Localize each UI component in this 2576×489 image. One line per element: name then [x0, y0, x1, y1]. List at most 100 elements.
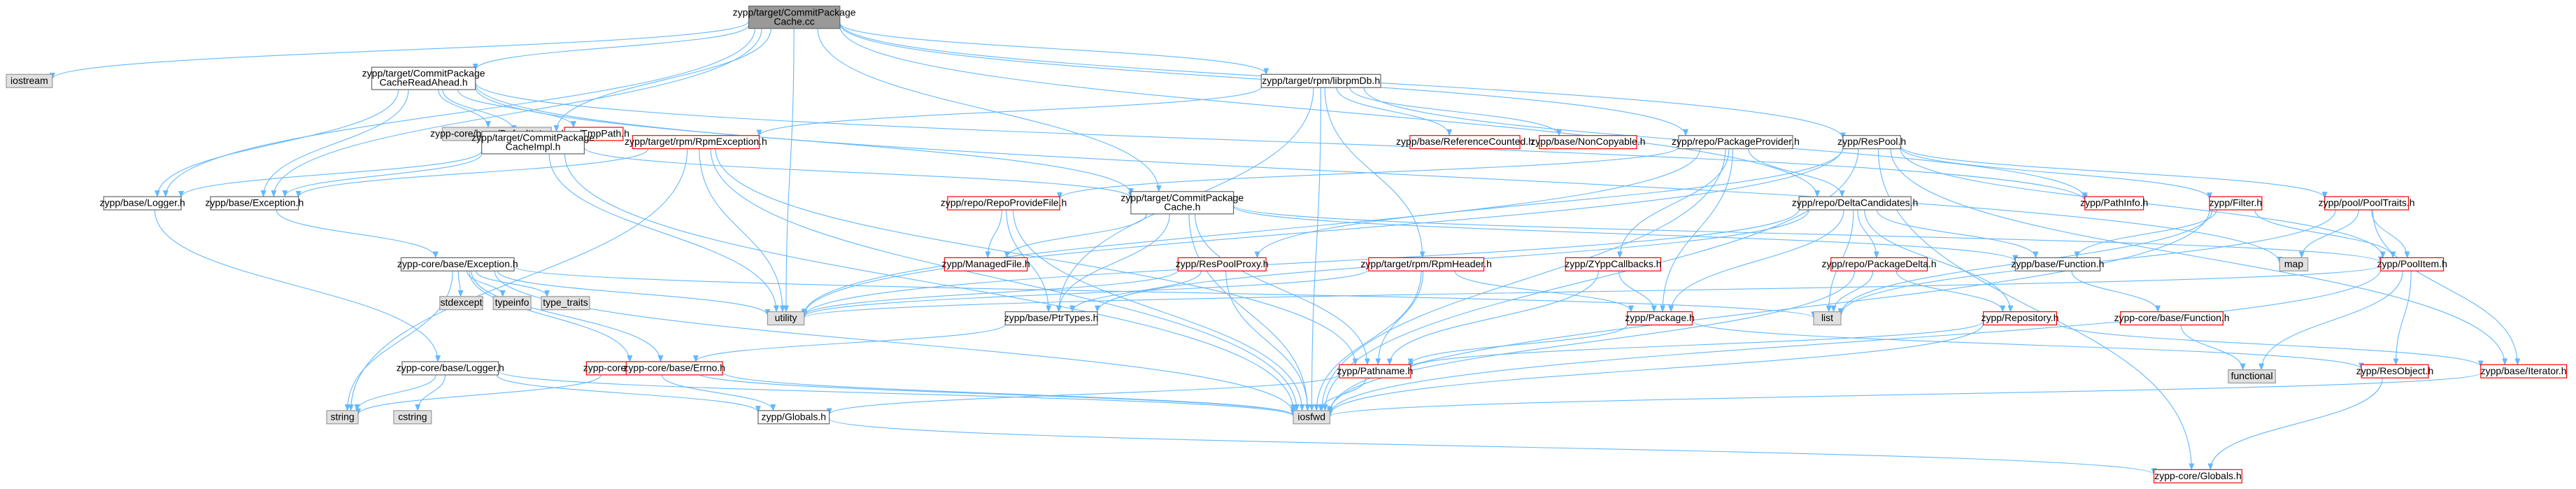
node-label: list — [1821, 312, 1833, 323]
node-box — [103, 196, 182, 211]
node-repo-provide-file[interactable]: zypp/repo/RepoProvideFile.h — [941, 196, 1067, 211]
edge-cpc_readahead-to-default_integral — [438, 90, 491, 128]
edge-cpc_readahead-to-tmppath — [457, 90, 576, 128]
edge-resfilter_pool-to-respool_proxy — [1254, 147, 1844, 259]
node-label: utility — [775, 312, 797, 323]
node-cstring: cstring — [393, 410, 432, 425]
edge-rpm_exception-to-utility — [699, 148, 785, 313]
node-cpc-readahead[interactable]: zypp/target/CommitPackageCacheReadAhead.… — [362, 66, 485, 90]
node-resobject[interactable]: zypp/ResObject.h — [2356, 364, 2434, 378]
edge-repo_provide_file-to-iosfwd — [1013, 209, 1305, 411]
node-package-h[interactable]: zypp/Package.h — [1625, 311, 1695, 326]
edge-resfilter_pool-to-filter — [1900, 146, 2212, 200]
edge-pool_item-to-utility — [802, 264, 2382, 319]
edge-package_delta-to-list — [1830, 271, 1874, 313]
edge-cpc_readahead-to-cpc_impl — [442, 90, 517, 132]
node-box — [2014, 257, 2101, 271]
node-box — [2154, 469, 2243, 483]
node-label: zypp/ZYppCallbacks.h — [1565, 258, 1661, 269]
node-box — [2324, 196, 2410, 211]
node-box — [1177, 257, 1267, 271]
node-box — [767, 311, 805, 326]
edge-cpc_readahead-to-base_logger — [154, 90, 399, 198]
edge-librpmdb-to-iosfwd — [1309, 87, 1321, 411]
node-core-globals[interactable]: zypp-core/Globals.h — [2154, 469, 2243, 483]
node-noncopyable[interactable]: zypp/base/NonCopyable.h — [1530, 135, 1646, 150]
node-rpm-header[interactable]: zypp/target/rpm/RpmHeader.h — [1360, 257, 1492, 271]
edge-pool_traits-to-pool_item — [2371, 209, 2410, 259]
node-box — [210, 196, 299, 211]
node-pool-traits[interactable]: zypp/pool/PoolTraits.h — [2319, 196, 2415, 211]
node-rpm-exception[interactable]: zypp/target/rpm/RpmException.h — [625, 135, 767, 150]
node-box — [947, 196, 1060, 211]
edge-resfilter_pool-to-base_iterator — [1890, 148, 2508, 366]
edge-root-to-cpc_impl — [553, 28, 771, 132]
node-label: cstring — [398, 411, 427, 422]
edge-resobject-to-core_globals — [2207, 378, 2383, 471]
edge-core_exception-to-string — [344, 271, 453, 411]
node-pool-item[interactable]: zypp/PoolItem.h — [2377, 257, 2447, 271]
node-box — [625, 361, 723, 376]
node-zypp-callbacks[interactable]: zypp/ZYppCallbacks.h — [1565, 257, 1662, 271]
node-label: zypp/target/CommitPackage — [362, 68, 485, 79]
edge-cpc_h-to-pool_item — [1233, 205, 2384, 264]
node-core-function[interactable]: zypp-core/base/Function.h — [2114, 311, 2230, 326]
node-resfilter-pool[interactable]: zypp/ResPool.h — [1837, 135, 1906, 150]
node-librpmdb[interactable]: zypp/target/rpm/librpmDb.h — [1260, 73, 1381, 88]
node-filter[interactable]: zypp/Filter.h — [2209, 196, 2263, 211]
edge-package_provider-to-utility — [801, 148, 1701, 316]
node-repository[interactable]: zypp/Repository.h — [1981, 311, 2059, 326]
edge-package_provider-to-package_h — [1660, 148, 1734, 313]
node-box — [1130, 191, 1234, 215]
node-base-exception[interactable]: zypp/base/Exception.h — [205, 196, 304, 211]
edge-package_delta-to-iosfwd — [1327, 271, 1856, 413]
node-box — [1004, 311, 1098, 326]
edge-core_exception-to-stdexcept — [457, 271, 464, 297]
node-box — [6, 73, 53, 88]
edge-repository-to-iosfwd — [1327, 323, 1984, 416]
edge-base_iterator-to-iosfwd — [1327, 372, 2482, 418]
edge-pool_item-to-functional — [2258, 271, 2403, 371]
edge-filter-to-iosfwd — [1327, 209, 2210, 414]
node-label: CacheImpl.h — [506, 141, 561, 152]
node-box — [2120, 311, 2223, 326]
node-base-logger[interactable]: zypp/base/Logger.h — [99, 196, 185, 211]
node-label: CacheReadAhead.h — [380, 77, 468, 88]
node-ref-counted[interactable]: zypp/base/ReferenceCounted.h — [1396, 135, 1534, 150]
node-pathname[interactable]: zypp/Pathname.h — [1337, 364, 1413, 378]
edge-root-to-cpc_h — [817, 28, 1162, 192]
edge-core_exception-to-utility — [497, 271, 771, 316]
node-label: zypp/Repository.h — [1981, 312, 2058, 323]
node-core-logger[interactable]: zypp-core/base/Logger.h — [397, 361, 504, 376]
node-managed-file[interactable]: zypp/ManagedFile.h — [942, 257, 1030, 271]
node-box — [393, 410, 432, 425]
node-core-errno[interactable]: zypp-core/base/Errno.h — [623, 361, 725, 376]
node-base-iterator[interactable]: zypp/base/Iterator.h — [2480, 364, 2568, 378]
node-box — [2279, 257, 2309, 271]
node-box — [326, 410, 359, 425]
node-utility: utility — [767, 311, 805, 326]
edge-root-to-librpmdb — [839, 22, 1269, 76]
node-label: zypp/repo/RepoProvideFile.h — [941, 197, 1067, 208]
edge-resfilter_pool-to-utility — [801, 146, 1844, 316]
node-globals-h[interactable]: zypp/Globals.h — [757, 410, 830, 425]
node-respool-proxy[interactable]: zypp/ResPoolProxy.h — [1176, 257, 1269, 271]
node-pathinfo[interactable]: zypp/PathInfo.h — [2080, 196, 2148, 211]
edge-core_exception-to-core_errno — [471, 271, 664, 362]
node-delta-candidates[interactable]: zypp/repo/DeltaCandidates.h — [1792, 196, 1919, 211]
edge-librpmdb-to-noncopyable — [1349, 87, 1563, 136]
node-package-provider[interactable]: zypp/repo/PackageProvider.h — [1672, 135, 1800, 150]
edge-pathname-to-iosfwd — [1318, 378, 1367, 411]
node-label: zypp/repo/PackageProvider.h — [1672, 136, 1800, 147]
node-package-delta[interactable]: zypp/repo/PackageDelta.h — [1821, 257, 1937, 271]
edge-cpc_h-to-iosfwd — [1188, 213, 1311, 411]
node-base-function[interactable]: zypp/base/Function.h — [2011, 257, 2104, 271]
edge-package_h-to-resobject — [1691, 320, 2364, 370]
edge-librpmdb-to-ref_counted — [1336, 87, 1453, 136]
node-base-ptrtypes[interactable]: zypp/base/PtrTypes.h — [1004, 311, 1099, 326]
node-box — [541, 296, 590, 311]
node-core-exception[interactable]: zypp-core/base/Exception.h — [397, 257, 518, 271]
